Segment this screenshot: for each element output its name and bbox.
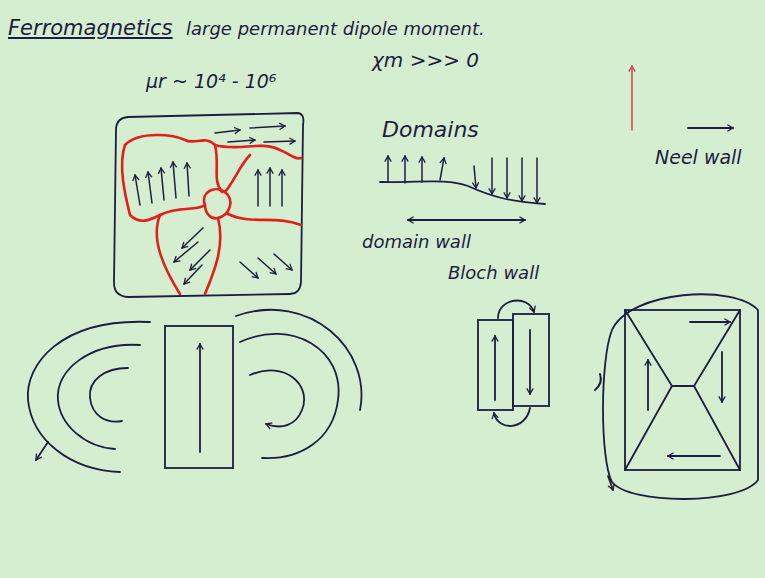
closure-domains <box>608 476 613 490</box>
domain-boundary <box>205 218 220 294</box>
moment-arrow <box>228 140 255 142</box>
domain-boundary <box>125 135 215 145</box>
domain-wall-sketch <box>388 156 537 203</box>
bar-magnet-field <box>58 345 140 449</box>
susceptibility-note: χm >>> 0 <box>372 48 479 72</box>
moment-arrow <box>148 172 152 203</box>
note-text: large permanent dipole moment. <box>186 18 485 40</box>
moment-arrow <box>173 162 176 198</box>
bloch-wall-sketch <box>478 320 513 410</box>
domain-wall-sketch <box>474 166 476 188</box>
bar-magnet-field <box>236 310 361 410</box>
moment-arrow <box>269 168 271 206</box>
moment-arrow <box>174 242 198 262</box>
moment-arrow <box>240 262 258 278</box>
ink-drawing <box>28 66 758 499</box>
heading: Ferromagnetics <box>8 16 173 41</box>
closure-domains <box>625 310 740 470</box>
moment-arrow <box>187 163 189 196</box>
domain-wall-sketch <box>387 156 389 182</box>
moment-arrow <box>264 141 295 142</box>
closure-domains <box>721 352 723 402</box>
bar-magnet-field <box>28 310 362 472</box>
closure-domains <box>690 321 730 323</box>
domain-boundary <box>204 189 230 218</box>
domain-boundary <box>228 214 301 225</box>
bloch-wall-sketch <box>498 301 534 318</box>
domain-wall-sketch <box>380 156 545 220</box>
bar-magnet-field <box>36 442 48 460</box>
bar-magnet-field <box>250 370 304 426</box>
closure-domains <box>603 294 758 499</box>
domain-boundary <box>215 145 222 192</box>
bar-magnet-field <box>28 322 150 472</box>
moment-arrow <box>135 175 140 205</box>
section-label: Domains <box>382 117 479 143</box>
bloch-wall-sketch <box>595 374 601 390</box>
bar-magnet-field <box>165 326 233 468</box>
domain-wall-sketch <box>506 158 508 198</box>
domain-boundary <box>157 215 180 294</box>
bloch-wall-sketch <box>529 330 531 394</box>
domain-wall-sketch <box>408 219 525 221</box>
closure-domains <box>603 294 758 499</box>
bloch-wall-sketch <box>513 314 549 406</box>
wall-label: Neel wall <box>655 146 742 169</box>
domain-wall-sketch <box>380 181 545 204</box>
neel-right-arrow <box>688 127 733 129</box>
permeability-note: μr ~ 10⁴ - 10⁶ <box>146 70 276 93</box>
domain-wall-sketch <box>440 158 444 180</box>
domain-boundary <box>215 145 301 158</box>
bar-magnet-field <box>199 344 201 452</box>
closure-domains <box>625 310 672 470</box>
moment-arrow <box>257 170 259 206</box>
domain-wall-sketch <box>521 158 523 201</box>
moment-arrow <box>182 228 203 248</box>
bar-magnet-field <box>240 334 339 458</box>
domain-boundary <box>225 155 250 192</box>
moment-arrow <box>161 168 164 200</box>
moment-arrow <box>215 130 240 133</box>
closure-domains <box>694 310 740 470</box>
closure-domains <box>668 455 720 457</box>
domain-boundary <box>160 205 205 215</box>
moment-arrow <box>258 258 276 274</box>
bloch-wall-sketch <box>494 408 530 426</box>
moment-arrow <box>250 126 285 128</box>
closure-domains <box>647 360 649 410</box>
domain-wall-sketch <box>404 156 406 183</box>
domain-wall-sketch <box>536 158 538 203</box>
domain-wall-sketch <box>491 158 493 194</box>
domain-boundary <box>122 135 301 294</box>
wall-label: domain wall <box>362 231 471 253</box>
moment-arrow <box>135 126 295 284</box>
moment-arrow <box>281 170 283 206</box>
closure-domains <box>672 385 694 387</box>
domain-sample <box>114 113 303 297</box>
bloch-wall-sketch <box>494 336 496 400</box>
moment-arrow <box>274 254 292 270</box>
bloch-wall-sketch <box>478 301 601 426</box>
bar-magnet-field <box>90 368 128 422</box>
domain-sample <box>114 113 303 297</box>
moment-arrow <box>184 265 202 284</box>
neel-up-arrow <box>631 66 632 130</box>
domain-wall-sketch <box>421 157 423 182</box>
wall-label: Bloch wall <box>448 262 539 284</box>
domain-boundary <box>122 145 160 221</box>
